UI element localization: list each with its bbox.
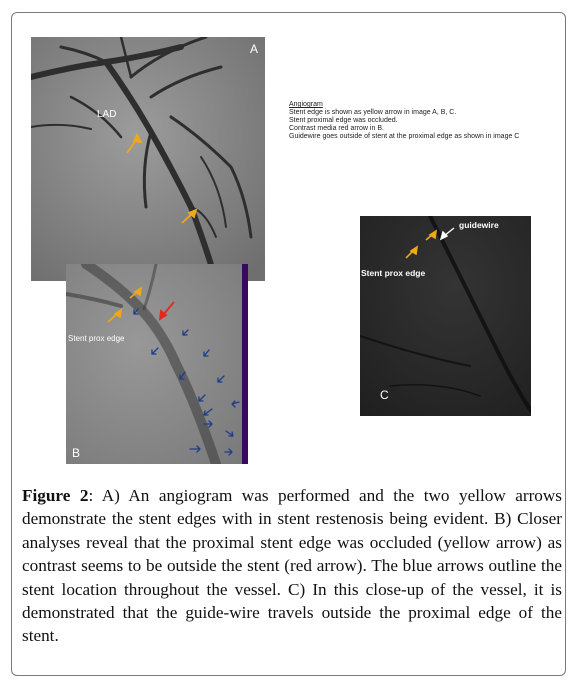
annotation-title: Angiogram (289, 101, 323, 108)
stent-prox-edge-label-b: Stent prox edge (68, 334, 125, 343)
angiogram-panel-a: LAD A (31, 37, 265, 281)
annotation-line: Stent edge is shown as yellow arrow in i… (289, 109, 457, 116)
panel-c-letter: C (380, 388, 389, 402)
angiogram-annotation: Angiogram Stent edge is shown as yellow … (289, 101, 564, 141)
angiogram-panel-b: Stent prox edge B (66, 264, 248, 464)
panel-a-letter: A (250, 42, 258, 56)
caption-label: Figure 2 (22, 486, 89, 505)
annotation-line: Stent proximal edge was occluded. (289, 117, 398, 124)
lad-label: LAD (97, 109, 116, 120)
guidewire-label: guidewire (459, 220, 499, 230)
angiogram-panel-c: guidewire Stent prox edge C (360, 216, 531, 416)
figure-caption: Figure 2: A) An angiogram was performed … (22, 484, 562, 648)
stent-prox-edge-label-c: Stent prox edge (361, 268, 426, 278)
panel-b-letter: B (72, 446, 80, 460)
caption-text: : A) An angiogram was performed and the … (22, 486, 562, 646)
annotation-line: Guidewire goes outside of stent at the p… (289, 133, 520, 140)
annotation-line: Contrast media red arrow in B. (289, 125, 384, 132)
